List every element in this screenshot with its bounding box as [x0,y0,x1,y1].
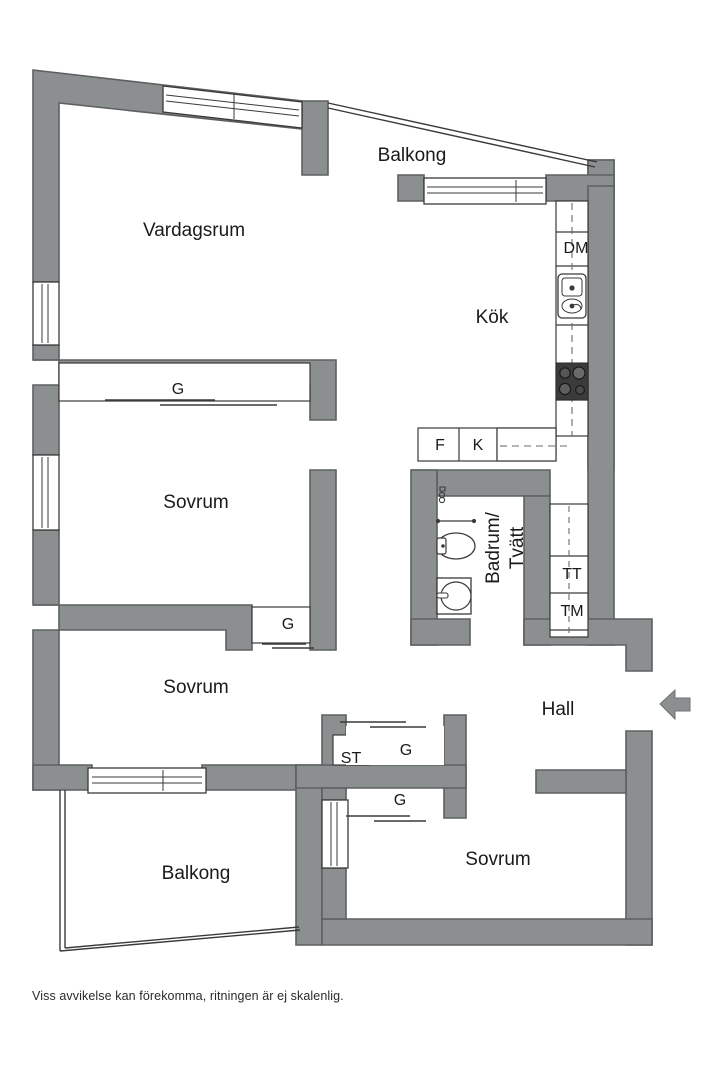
room-label-badrum-line1: Badrum/ [483,511,504,584]
balcony-top-railing [327,102,598,168]
windows-layer [32,85,547,869]
wall-hall-right-lower [625,730,653,946]
wall-bedroom3-left [321,787,347,801]
room-label-balkong-bottom: Balkong [162,863,231,884]
wall-bedroom2-bottom-right [201,764,297,791]
wall-bedroom1-bedroom2 [33,604,253,651]
label-dishwasher: DM [564,240,589,257]
wall-balcony-top-right [301,100,329,176]
window-bedroom3-balcony-door [321,799,349,869]
laundry-cabinets [549,503,589,638]
fixture-labels-layer: DM F K TT TM G G ST G G [172,240,589,809]
bathroom-fixtures [435,486,477,615]
room-labels-layer: Vardagsrum Balkong Kök Sovrum Sovrum Bad… [143,145,574,884]
label-washing-machine: TM [560,603,583,620]
wall-bedroom2-bottom [32,764,93,791]
window-kitchen-balcony [423,177,547,205]
room-label-kok: Kök [476,307,509,328]
wall-hall-bedroom3 [535,769,627,794]
room-label-badrum-tvatt: Badrum/ Tvätt [483,511,528,584]
window-livingroom-left [32,281,60,346]
wall-right-exterior-main [587,185,615,646]
label-closet-g2: G [282,616,294,633]
window-bedroom2-balcony [87,767,207,794]
label-closet-g3: G [400,742,412,759]
window-bedroom1-left [32,454,60,531]
shower-icon [435,486,477,524]
closet-g1 [58,362,311,406]
stove-icon [555,362,589,401]
sink-icon [557,273,587,319]
room-label-sovrum-2: Sovrum [163,677,228,698]
wall-livingroom-left-lower [32,344,60,361]
closet-g2 [251,606,314,649]
closet-g3 [340,721,444,765]
wall-kitchen-top-span [397,174,425,202]
label-tumble-dryer: TT [562,566,582,583]
arrow-left-icon [659,688,691,721]
balcony-bottom-railing [59,790,301,952]
closets-layer [58,362,444,822]
disclaimer-note: Viss avvikelse kan förekomma, ritningen … [32,989,344,1003]
label-closet-g4: G [394,792,406,809]
wall-left-bedroom1 [32,384,60,456]
toilet-icon [436,532,476,560]
room-label-hall: Hall [542,699,575,720]
wall-bedroom1-right [309,469,337,651]
kitchen-cabinets [417,200,589,462]
wall-closet-divider-horiz [295,764,467,789]
washbasin-icon [436,577,472,615]
wall-balcony-bottom-right [295,764,323,946]
room-label-sovrum-3: Sovrum [465,849,530,870]
wall-bathroom-bottom [410,618,471,646]
wall-bedroom3-bottom [321,918,653,946]
wall-bedroom3-left-lower [321,867,347,920]
label-fridge: F [435,437,445,454]
room-label-sovrum-1: Sovrum [163,492,228,513]
window-livingroom-top [162,85,303,129]
room-label-badrum-line2: Tvätt [507,526,528,569]
room-label-vardagsrum: Vardagsrum [143,220,245,241]
closet-g4 [346,815,426,822]
label-storage-st: ST [341,750,362,767]
room-label-balkong-top: Balkong [378,145,447,166]
wall-left-bedroom1-b [32,529,60,606]
label-freezer: K [473,437,484,454]
label-closet-g1: G [172,381,184,398]
